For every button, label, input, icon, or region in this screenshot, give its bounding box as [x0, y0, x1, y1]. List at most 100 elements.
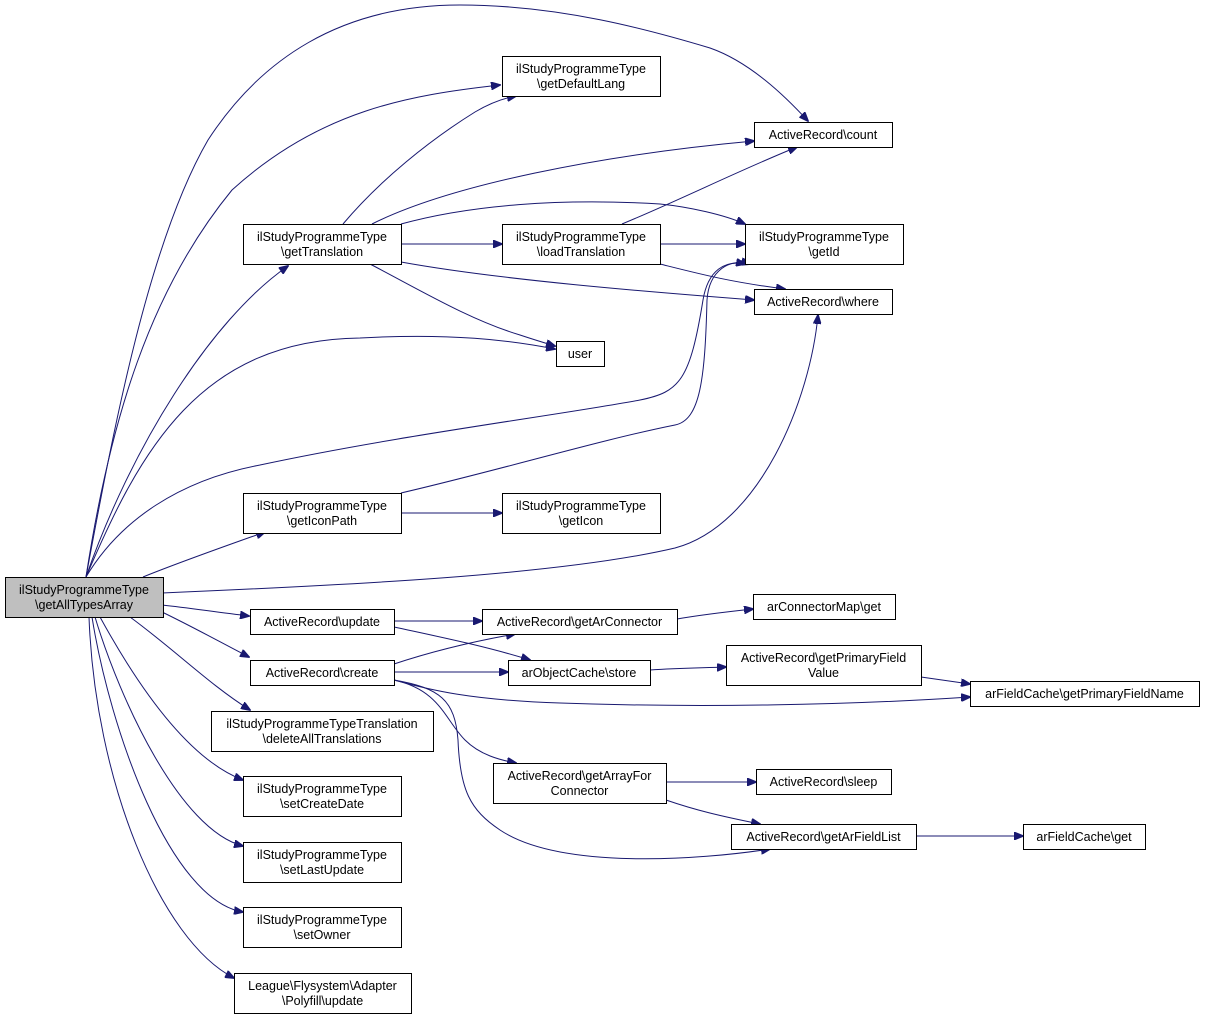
edge-root-to-update — [161, 604, 249, 616]
node-setCreateDate[interactable]: ilStudyProgrammeType\setCreateDate — [243, 776, 402, 817]
edge-create-to-getArConnector — [393, 634, 515, 665]
node-box — [753, 594, 896, 620]
node-label: ilStudyProgrammeType — [516, 230, 646, 244]
node-getTranslation[interactable]: ilStudyProgrammeType\getTranslation — [243, 224, 402, 265]
node-box — [756, 769, 892, 795]
node-label: ActiveRecord\update — [264, 615, 380, 629]
node-label: ilStudyProgrammeType — [257, 848, 387, 862]
edge-update-to-store — [393, 626, 530, 660]
node-box — [556, 341, 605, 367]
node-box — [970, 681, 1200, 707]
node-arFieldCacheGet[interactable]: arFieldCache\get — [1023, 824, 1146, 850]
node-update[interactable]: ActiveRecord\update — [250, 609, 395, 635]
node-box — [243, 842, 402, 883]
edge-root-to-count — [85, 4, 808, 578]
node-box — [250, 609, 395, 635]
node-label: \getIconPath — [287, 514, 357, 528]
edges — [85, 4, 1023, 978]
node-label: ilStudyProgrammeType — [516, 62, 646, 76]
edge-root-to-getTranslation — [85, 266, 288, 578]
node-loadTranslation[interactable]: ilStudyProgrammeType\loadTranslation — [502, 224, 661, 265]
edge-getTranslation-to-where — [400, 261, 754, 300]
node-box — [243, 493, 402, 534]
node-getIconPath[interactable]: ilStudyProgrammeType\getIconPath — [243, 493, 402, 534]
edge-getArrayForConnector-to-getArFieldList — [665, 799, 760, 824]
node-box — [5, 577, 164, 618]
node-label: ilStudyProgrammeTypeTranslation — [226, 717, 417, 731]
node-box — [243, 907, 402, 948]
edge-getTranslation-to-count — [371, 141, 754, 225]
node-label: \setCreateDate — [280, 797, 364, 811]
edge-getTranslation-to-user — [369, 263, 555, 346]
node-label: \deleteAllTranslations — [262, 732, 381, 746]
node-box — [482, 609, 678, 635]
node-getArConnector[interactable]: ActiveRecord\getArConnector — [482, 609, 678, 635]
edge-loadTranslation-to-count — [621, 147, 797, 225]
edge-root-to-setLastUpdate — [94, 616, 243, 846]
node-label: \getDefaultLang — [537, 77, 625, 91]
node-box — [243, 224, 402, 265]
node-box — [754, 122, 893, 148]
node-label: user — [568, 347, 592, 361]
node-deleteAllTranslations[interactable]: ilStudyProgrammeTypeTranslation\deleteAl… — [211, 711, 434, 752]
node-label: ActiveRecord\getArConnector — [497, 615, 662, 629]
node-polyfillUpdate[interactable]: League\Flysystem\Adapter\Polyfill\update — [234, 973, 412, 1014]
node-label: \getId — [808, 245, 839, 259]
node-getIcon[interactable]: ilStudyProgrammeType\getIcon — [502, 493, 661, 534]
node-getDefaultLang[interactable]: ilStudyProgrammeType\getDefaultLang — [502, 56, 661, 97]
node-user[interactable]: user — [556, 341, 605, 367]
edge-create-to-getArrayForConnector — [393, 679, 516, 763]
node-count[interactable]: ActiveRecord\count — [754, 122, 893, 148]
node-label: ActiveRecord\sleep — [770, 775, 878, 789]
node-box — [502, 493, 661, 534]
edge-root-to-getIconPath — [142, 532, 265, 578]
edge-getArConnector-to-arConnectorMapGet — [676, 609, 753, 620]
node-box — [502, 56, 661, 97]
node-label: arFieldCache\getPrimaryFieldName — [985, 687, 1184, 701]
node-box — [726, 645, 922, 686]
node-sleep[interactable]: ActiveRecord\sleep — [756, 769, 892, 795]
node-box — [1023, 824, 1146, 850]
edge-root-to-getId — [85, 263, 745, 578]
node-box — [211, 711, 434, 752]
node-label: \setLastUpdate — [280, 863, 364, 877]
node-label: ActiveRecord\create — [266, 666, 379, 680]
node-root[interactable]: ilStudyProgrammeType\getAllTypesArray — [5, 577, 164, 618]
node-label: ActiveRecord\getArFieldList — [746, 830, 901, 844]
edge-root-to-setCreateDate — [99, 616, 243, 780]
edge-root-to-deleteAllTranslations — [129, 616, 250, 710]
node-create[interactable]: ActiveRecord\create — [250, 660, 395, 686]
edge-store-to-getPrimaryFieldValue — [649, 667, 726, 670]
edge-root-to-polyfillUpdate — [88, 616, 234, 978]
node-label: \loadTranslation — [537, 245, 626, 259]
node-box — [508, 660, 651, 686]
node-store[interactable]: arObjectCache\store — [508, 660, 651, 686]
node-getId[interactable]: ilStudyProgrammeType\getId — [745, 224, 904, 265]
node-label: arFieldCache\get — [1036, 830, 1132, 844]
edge-loadTranslation-to-where — [659, 263, 785, 289]
node-label: ilStudyProgrammeType — [516, 499, 646, 513]
node-box — [502, 224, 661, 265]
node-getArFieldList[interactable]: ActiveRecord\getArFieldList — [731, 824, 917, 850]
node-box — [234, 973, 412, 1014]
node-label: ilStudyProgrammeType — [257, 230, 387, 244]
edge-root-to-where — [161, 315, 818, 594]
node-box — [731, 824, 917, 850]
node-label: ilStudyProgrammeType — [257, 499, 387, 513]
node-setLastUpdate[interactable]: ilStudyProgrammeType\setLastUpdate — [243, 842, 402, 883]
edge-create-to-getPrimaryFieldName — [393, 679, 970, 706]
node-setOwner[interactable]: ilStudyProgrammeType\setOwner — [243, 907, 402, 948]
node-box — [754, 289, 893, 315]
node-label: Value — [808, 666, 839, 680]
node-where[interactable]: ActiveRecord\where — [754, 289, 893, 315]
node-box — [250, 660, 395, 686]
node-getPrimaryFieldName[interactable]: arFieldCache\getPrimaryFieldName — [970, 681, 1200, 707]
node-label: \getTranslation — [281, 245, 363, 259]
node-label: arConnectorMap\get — [767, 600, 881, 614]
node-arConnectorMapGet[interactable]: arConnectorMap\get — [753, 594, 896, 620]
edge-getTranslation-to-getDefaultLang — [342, 96, 516, 225]
edge-create-to-getArFieldList — [393, 679, 770, 860]
